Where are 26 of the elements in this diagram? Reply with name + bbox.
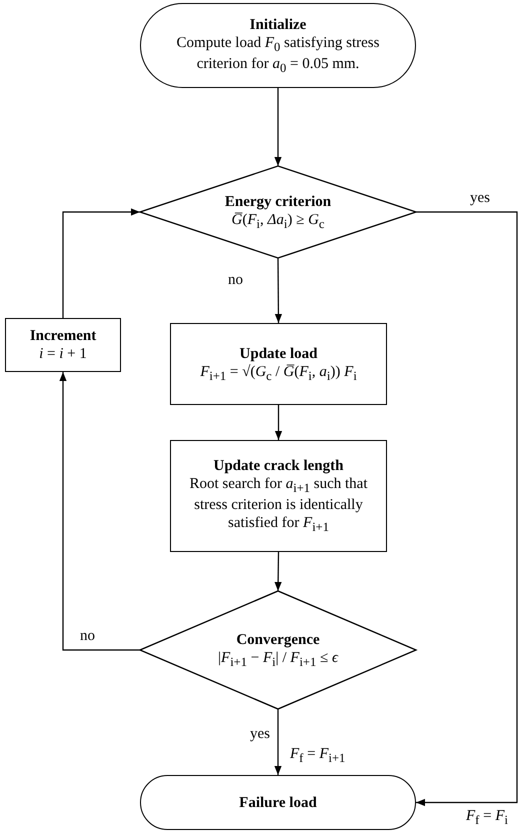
process-box xyxy=(170,440,387,552)
arrow xyxy=(274,552,282,591)
arrow xyxy=(274,709,282,775)
process-box xyxy=(170,323,387,405)
node-formula: F$_{i+1}$ = √(G$_{c}$ / G̅(F$_{i}$, a$_{i}$)) F$_{i}$ xyxy=(200,362,357,384)
node-formula: |F$_{i+1}$ − F$_{i}$| / F$_{i+1}$ ≤ ϵ xyxy=(218,648,338,670)
node-formula: G̅(F$_{i}$, Δa$_{i}$) ≥ G$_{c}$ xyxy=(232,210,324,232)
formula-label: F$_{f}$ = F$_{i+1}$ xyxy=(290,746,346,766)
arrow xyxy=(274,88,282,166)
formula-label: F$_{f}$ = F$_{i}$ xyxy=(466,808,508,828)
node-heading: Energy criterion xyxy=(224,192,332,210)
arrow xyxy=(59,372,140,651)
node-description: Compute load F$_{0}$ satisfying stress criterion for a$_{0}$ = 0.05 mm. xyxy=(176,34,380,76)
process-box xyxy=(5,318,121,372)
node-formula: i = i + 1 xyxy=(39,345,87,363)
arrow xyxy=(62,208,140,318)
node-heading: Update load xyxy=(240,344,318,362)
node-heading: Convergence xyxy=(236,630,320,648)
arrow xyxy=(274,258,282,323)
node-description: Root search for a$_{i+1}$ such that stress criterion is identically satisfied for F$_{i+1}$ xyxy=(188,475,368,535)
node-heading: Initialize xyxy=(250,16,306,34)
arrow xyxy=(274,405,282,440)
node-heading: Increment xyxy=(30,327,96,345)
arrow xyxy=(416,211,518,806)
node-heading: Failure load xyxy=(239,794,317,812)
node-heading: Update crack length xyxy=(214,457,344,475)
